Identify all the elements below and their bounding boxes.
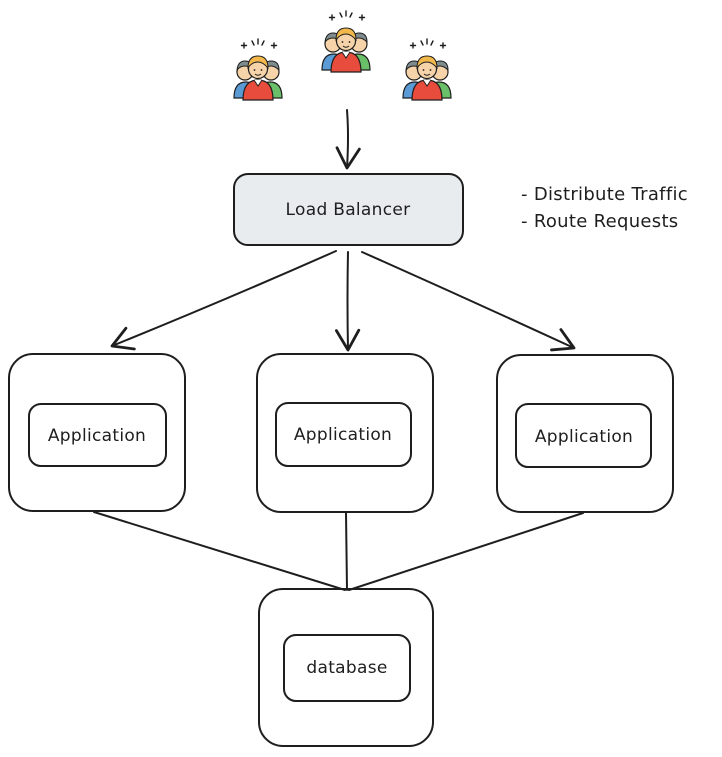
users-icon-center (321, 10, 371, 73)
arrow-users-to-lb (335, 109, 361, 170)
line-app-3-to-db (348, 512, 584, 591)
app-node-3[interactable]: Application (496, 354, 674, 513)
arrow-lb-to-app-1 (110, 250, 337, 351)
load-balancer-label: Load Balancer (286, 200, 411, 220)
note-route-requests: - Route Requests (521, 211, 678, 232)
app-2-label: Application (294, 425, 392, 445)
arrow-lb-to-app-2 (335, 251, 361, 352)
users-icon-right (402, 38, 452, 101)
line-app-2-to-db (345, 512, 348, 591)
arrow-lb-to-app-3 (361, 251, 576, 352)
app-node-2[interactable]: Application (256, 353, 434, 513)
app-3-label: Application (535, 427, 633, 447)
database-node[interactable]: database (258, 588, 434, 747)
app-node-1[interactable]: Application (8, 353, 186, 512)
database-label: database (306, 658, 387, 678)
users-icon-left (233, 38, 283, 101)
app-1-label: Application (48, 426, 146, 446)
line-app-1-to-db (93, 511, 346, 591)
load-balancer-node[interactable]: Load Balancer (233, 173, 464, 246)
note-distribute-traffic: - Distribute Traffic (521, 184, 688, 205)
